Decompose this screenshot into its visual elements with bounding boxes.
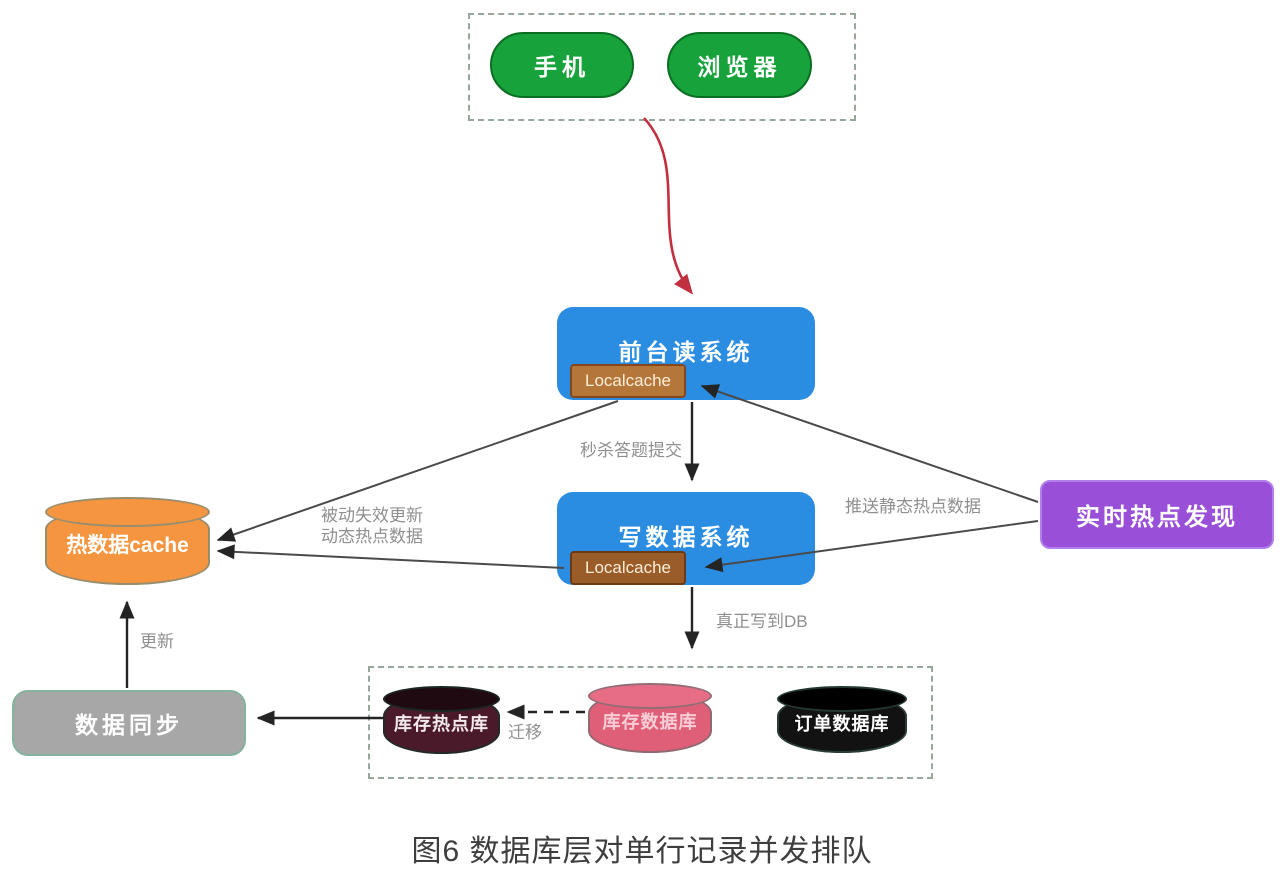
arrow-clients-to-front-read xyxy=(643,117,694,295)
hot-data-cache-label: 热数据cache xyxy=(66,534,189,557)
label-real-write-to-db: 真正写到DB xyxy=(716,612,808,631)
label-seckill-answer-submit: 秒杀答题提交 xyxy=(580,441,682,460)
data-sync-label: 数据同步 xyxy=(75,712,183,738)
figure-caption: 图6 数据库层对单行记录并发排队 xyxy=(411,835,873,868)
label-passive-invalidate: 被动失效更新 动态热点数据 xyxy=(306,505,438,547)
write-localcache-badge: Localcache xyxy=(570,551,686,585)
write-system-title: 写数据系统 xyxy=(618,524,754,550)
order-db-label: 订单数据库 xyxy=(794,713,890,734)
browser-label: 浏览器 xyxy=(697,54,782,80)
label-passive-invalidate-line1: 被动失效更新 xyxy=(321,506,423,525)
label-dynamic-hot-data-line2: 动态热点数据 xyxy=(321,527,423,546)
order-db-cylinder: 订单数据库 xyxy=(777,686,907,753)
realtime-hotspot-label: 实时热点发现 xyxy=(1076,504,1238,531)
front-localcache-badge: Localcache xyxy=(570,364,686,398)
arrow-hotspot-to-front-localcache xyxy=(700,384,1039,503)
front-localcache-label: Localcache xyxy=(584,371,671,390)
phone-node: 手机 xyxy=(490,32,634,98)
write-system-node: 写数据系统 Localcache xyxy=(557,492,815,585)
stock-db-cylinder: 库存数据库 xyxy=(588,683,712,753)
database-group-box xyxy=(368,666,933,779)
write-localcache-label: Localcache xyxy=(584,558,671,577)
hot-data-cache-cylinder: 热数据cache xyxy=(45,497,210,585)
phone-label: 手机 xyxy=(534,54,590,80)
cylinder-top xyxy=(45,497,210,527)
label-push-static-hot-data: 推送静态热点数据 xyxy=(845,497,981,516)
realtime-hotspot-node: 实时热点发现 xyxy=(1040,480,1274,549)
cylinder-top xyxy=(777,686,907,712)
front-read-system-title: 前台读系统 xyxy=(618,339,754,365)
label-update: 更新 xyxy=(140,632,174,651)
cylinder-top xyxy=(383,686,500,712)
data-sync-node: 数据同步 xyxy=(12,690,246,756)
stock-db-label: 库存数据库 xyxy=(602,712,698,732)
cylinder-top xyxy=(588,683,712,709)
label-migrate: 迁移 xyxy=(508,723,542,742)
arrow-write-localcache-to-cache xyxy=(216,544,565,569)
stock-hot-db-cylinder: 库存热点库 xyxy=(383,686,500,754)
browser-node: 浏览器 xyxy=(667,32,812,98)
front-read-system-node: 前台读系统 Localcache xyxy=(557,307,815,400)
stock-hot-db-label: 库存热点库 xyxy=(394,714,489,734)
